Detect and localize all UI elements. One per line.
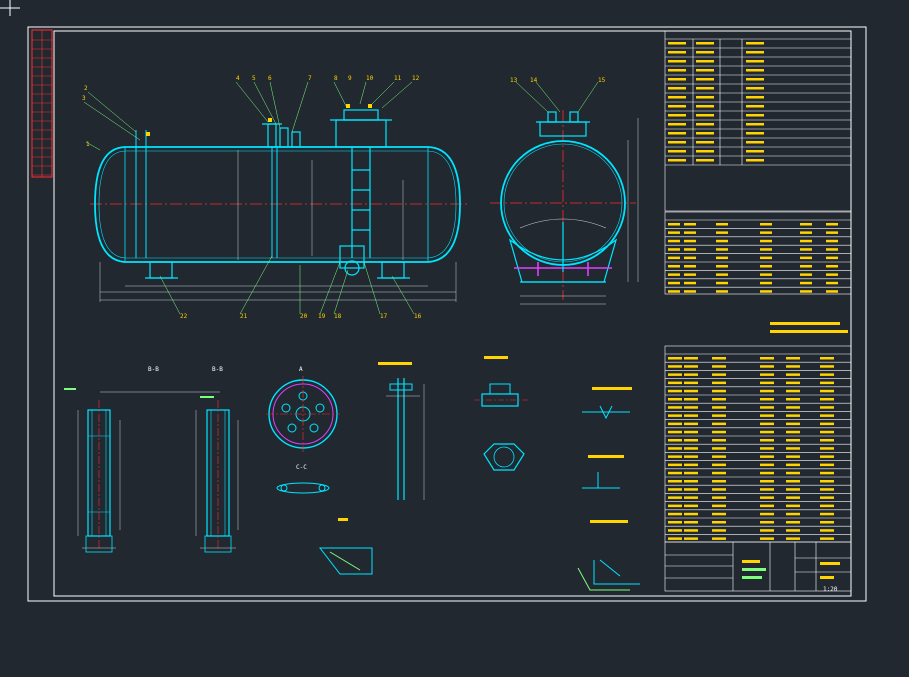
title-block-text: 1:20 — [742, 560, 840, 593]
sheet-outer-frame — [27, 26, 867, 602]
callout-number: 12 — [412, 75, 420, 82]
svg-text:A: A — [299, 366, 303, 373]
sheet-inner-frame — [53, 30, 852, 597]
callout-number: 16 — [414, 313, 422, 320]
bottom-sump — [339, 245, 365, 276]
tank-side-view[interactable]: 13 14 15 — [490, 77, 639, 305]
detail-pipe-sleeve — [474, 356, 528, 471]
top-nozzles — [262, 123, 301, 148]
side-dimensions — [520, 118, 639, 305]
callout-number: 15 — [598, 77, 606, 84]
callout-number: 22 — [180, 313, 188, 320]
callout-number: 2 — [84, 85, 88, 92]
callout-number: 18 — [334, 313, 342, 320]
callout-number: 20 — [300, 313, 308, 320]
internal-ladder-left — [135, 130, 147, 258]
callout-number: 19 — [318, 313, 326, 320]
callout-number: 5 — [252, 75, 256, 82]
title-block — [664, 541, 852, 592]
callout-number: 14 — [530, 77, 538, 84]
dip-pipe — [271, 147, 278, 258]
side-top-nozzles — [536, 111, 590, 137]
callout-number: 9 — [348, 75, 352, 82]
saddle-supports — [145, 261, 410, 279]
callout-number: 17 — [380, 313, 388, 320]
svg-text:B-B: B-B — [148, 366, 159, 373]
manhole-nozzle — [330, 109, 392, 258]
revision-strip — [31, 29, 53, 178]
callout-number: 6 — [268, 75, 272, 82]
weld-details — [318, 387, 640, 591]
ucs-crosshair-icon — [0, 0, 20, 16]
callout-number: 8 — [334, 75, 338, 82]
callout-number: 10 — [366, 75, 374, 82]
callout-number: 13 — [510, 77, 518, 84]
detail-nozzle-plate: A C-C — [266, 366, 340, 494]
callout-number: 3 — [82, 95, 86, 102]
callout-number: 1 — [86, 141, 90, 148]
svg-text:C-C: C-C — [296, 464, 307, 471]
detail-dip-pipe — [378, 362, 425, 500]
nozzle-tags — [146, 104, 372, 136]
side-callout-numbers: 13 14 15 — [510, 77, 606, 84]
front-dimensions — [99, 150, 457, 302]
callout-number: 11 — [394, 75, 402, 82]
parts-list-table — [664, 345, 852, 543]
svg-text:B-B: B-B — [212, 366, 223, 373]
detail-bracket-left: B-B — [64, 366, 220, 553]
callout-number: 21 — [240, 313, 248, 320]
callout-number: 4 — [236, 75, 240, 82]
detail-bracket-right: B-B — [195, 366, 239, 553]
scale-text: 1:20 — [823, 586, 838, 593]
nozzle-table — [664, 211, 852, 295]
front-leaders — [83, 81, 415, 315]
design-spec-table — [664, 30, 852, 212]
callout-number: 7 — [308, 75, 312, 82]
